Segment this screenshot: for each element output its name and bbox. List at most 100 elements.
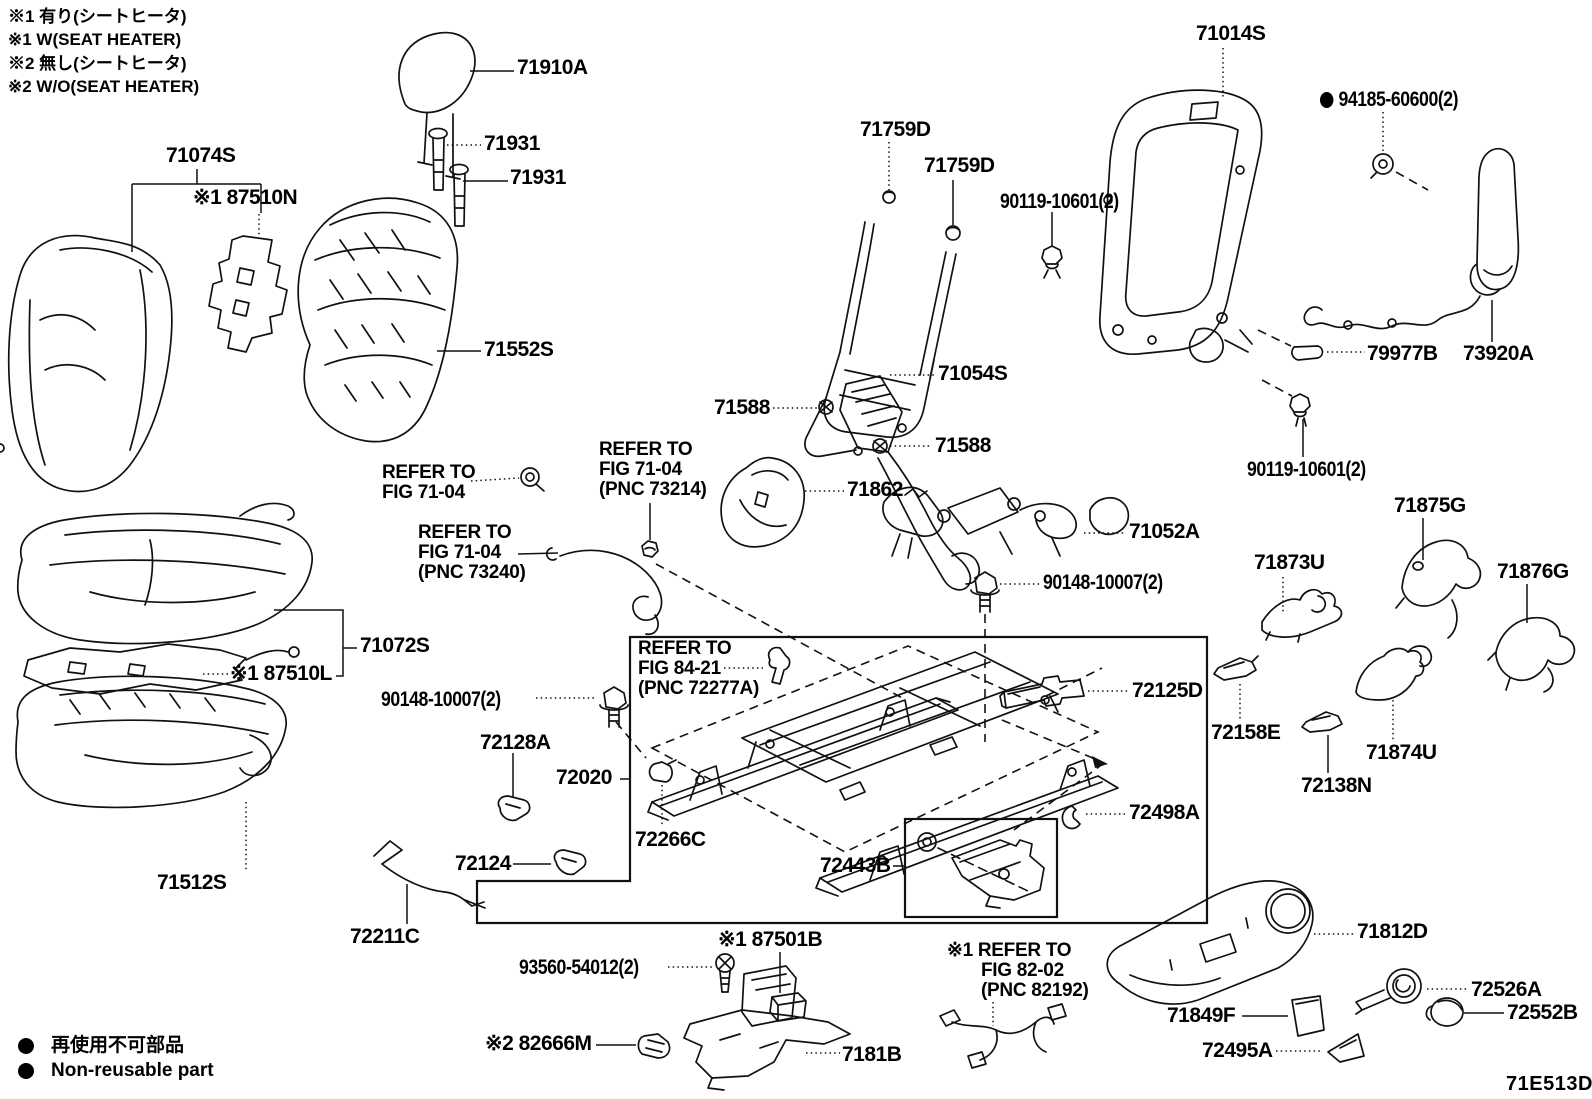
label-71910A[interactable]: 71910A	[517, 56, 588, 79]
label-87510L[interactable]: ※1 87510L	[230, 662, 332, 685]
label-79977B[interactable]: 79977B	[1367, 342, 1438, 365]
label-72266C[interactable]: 72266C	[635, 828, 706, 851]
label-text: 72552B	[1507, 1001, 1578, 1024]
label-71072S[interactable]: 71072S	[360, 634, 430, 657]
label-71873U[interactable]: 71873U	[1254, 551, 1325, 574]
label-text: 90119-10601(2)	[1000, 190, 1119, 213]
label-72552B[interactable]: 72552B	[1507, 1001, 1578, 1024]
label-text: 79977B	[1367, 342, 1438, 365]
label-text: REFER TO FIG 71-04 (PNC 73240)	[418, 522, 526, 583]
sketch-cover-72495A	[1327, 1033, 1365, 1063]
label-72495A[interactable]: 72495A	[1202, 1039, 1273, 1062]
label-71862[interactable]: 71862	[847, 478, 903, 501]
label-text: 71052A	[1129, 520, 1200, 543]
label-note-4: ※2 W/O(SEAT HEATER)	[8, 77, 200, 97]
sketch-bracket-72138N	[1301, 711, 1343, 733]
label-90119-10601-right[interactable]: 90119-10601(2)	[1247, 458, 1366, 481]
label-72211C[interactable]: 72211C	[350, 925, 420, 948]
label-text: 72128A	[480, 731, 551, 754]
label-82666M[interactable]: ※2 82666M	[485, 1032, 592, 1055]
label-87501B[interactable]: ※1 87501B	[718, 928, 823, 951]
label-ref-8202[interactable]: ※1 REFER TO FIG 82-02 (PNC 82192)	[947, 941, 1089, 1001]
label-71054S[interactable]: 71054S	[938, 362, 1008, 385]
label-71931-2[interactable]: 71931	[510, 166, 566, 189]
label-71931-1[interactable]: 71931	[484, 132, 540, 155]
label-ref-8421[interactable]: REFER TO FIG 84-21 (PNC 72277A)	[638, 639, 759, 699]
label-72526A[interactable]: 72526A	[1471, 978, 1542, 1001]
label-71588-1[interactable]: 71588	[714, 396, 770, 419]
sketch-lower-track-72443B	[917, 832, 1045, 909]
label-71014S[interactable]: 71014S	[1196, 22, 1266, 45]
label-71074S[interactable]: 71074S	[166, 144, 236, 167]
sketch-hook-71874U	[1355, 645, 1433, 701]
label-note-2: ※1 W(SEAT HEATER)	[8, 30, 181, 50]
label-text: 71812D	[1357, 920, 1428, 943]
label-72443B[interactable]: 72443B	[820, 854, 891, 877]
label-ref-7104-b[interactable]: REFER TO FIG 71-04 (PNC 73214)	[599, 440, 707, 500]
label-text: 71759D	[924, 154, 995, 177]
label-text: 71873U	[1254, 551, 1325, 574]
sketch-bolt-90148-left	[599, 686, 629, 728]
label-71849F[interactable]: 71849F	[1167, 1004, 1236, 1027]
label-text: 93560-54012(2)	[519, 956, 639, 979]
non-reusable-dot-icon	[18, 1062, 34, 1079]
label-90119-10601-top[interactable]: 90119-10601(2)	[1000, 190, 1119, 213]
label-text: 72138N	[1301, 774, 1372, 797]
sketch-bolt-90148-right	[970, 571, 1000, 613]
label-text: 71072S	[360, 634, 430, 657]
label-text: 72443B	[820, 854, 891, 877]
label-71876G[interactable]: 71876G	[1497, 560, 1569, 583]
sketch-grommet-94185	[1370, 153, 1394, 179]
label-71552S[interactable]: 71552S	[484, 338, 554, 361]
label-72128A[interactable]: 72128A	[480, 731, 551, 754]
label-72498A[interactable]: 72498A	[1129, 801, 1200, 824]
label-text: 再使用不可部品	[51, 1035, 185, 1056]
sketch-recliner-assy-71052A	[882, 486, 1130, 559]
label-text: 71588	[935, 434, 991, 457]
label-72020[interactable]: 72020	[556, 766, 612, 789]
label-90148-10007-right[interactable]: 90148-10007(2)	[1043, 571, 1163, 594]
sketch-screw-93560	[715, 953, 735, 993]
label-71875G[interactable]: 71875G	[1394, 494, 1466, 517]
sketch-cushion-cover-71072S	[16, 502, 313, 645]
label-ref-7104-a[interactable]: REFER TO FIG 71-04	[382, 463, 476, 503]
label-93560-54012[interactable]: 93560-54012(2)	[519, 956, 639, 979]
label-71588-2[interactable]: 71588	[935, 434, 991, 457]
label-ref-7104-c[interactable]: REFER TO FIG 71-04 (PNC 73240)	[418, 523, 526, 583]
label-87510N[interactable]: ※1 87510N	[193, 186, 298, 209]
sketch-bracket-ref-8421	[767, 646, 791, 685]
label-71052A[interactable]: 71052A	[1129, 520, 1200, 543]
label-94185-60600[interactable]: 94185-60600(2)	[1320, 88, 1459, 111]
label-text: 94185-60600(2)	[1338, 88, 1459, 111]
label-90148-10007-left[interactable]: 90148-10007(2)	[381, 688, 501, 711]
label-text: 72211C	[350, 925, 420, 948]
label-73920A[interactable]: 73920A	[1463, 342, 1534, 365]
sketch-belt-guide-71862	[720, 456, 805, 548]
label-71874U[interactable]: 71874U	[1366, 741, 1437, 764]
label-text: ※1 87510N	[193, 186, 298, 209]
sketch-clip-72498A	[1061, 805, 1081, 830]
sketch-nuts-71759D	[882, 190, 961, 241]
label-text: 72266C	[635, 828, 706, 851]
label-72125D[interactable]: 72125D	[1132, 679, 1203, 702]
label-72138N[interactable]: 72138N	[1301, 774, 1372, 797]
label-note-3: ※2 無し(シートヒータ)	[8, 54, 187, 74]
label-71812D[interactable]: 71812D	[1357, 920, 1428, 943]
label-text: 71054S	[938, 362, 1008, 385]
label-text: 72526A	[1471, 978, 1542, 1001]
label-71512S[interactable]: 71512S	[157, 871, 227, 894]
label-text: 71074S	[166, 144, 236, 167]
label-legend-en: Non-reusable part	[18, 1061, 214, 1081]
sketch-cushion-pad-71512S	[15, 675, 287, 809]
label-text: ※2 W/O(SEAT HEATER)	[8, 77, 200, 96]
sketch-knob-72552B	[1425, 997, 1464, 1027]
label-72124[interactable]: 72124	[455, 852, 511, 875]
sketch-headrest-supports-71931	[428, 127, 469, 227]
label-text: 72158E	[1211, 721, 1281, 744]
label-71759D-1[interactable]: 71759D	[860, 118, 931, 141]
label-71759D-2[interactable]: 71759D	[924, 154, 995, 177]
label-7181B[interactable]: 7181B	[842, 1043, 902, 1066]
label-72158E[interactable]: 72158E	[1211, 721, 1281, 744]
label-text: 71931	[484, 132, 540, 155]
sketch-recliner-lever-73920A	[1303, 147, 1520, 330]
